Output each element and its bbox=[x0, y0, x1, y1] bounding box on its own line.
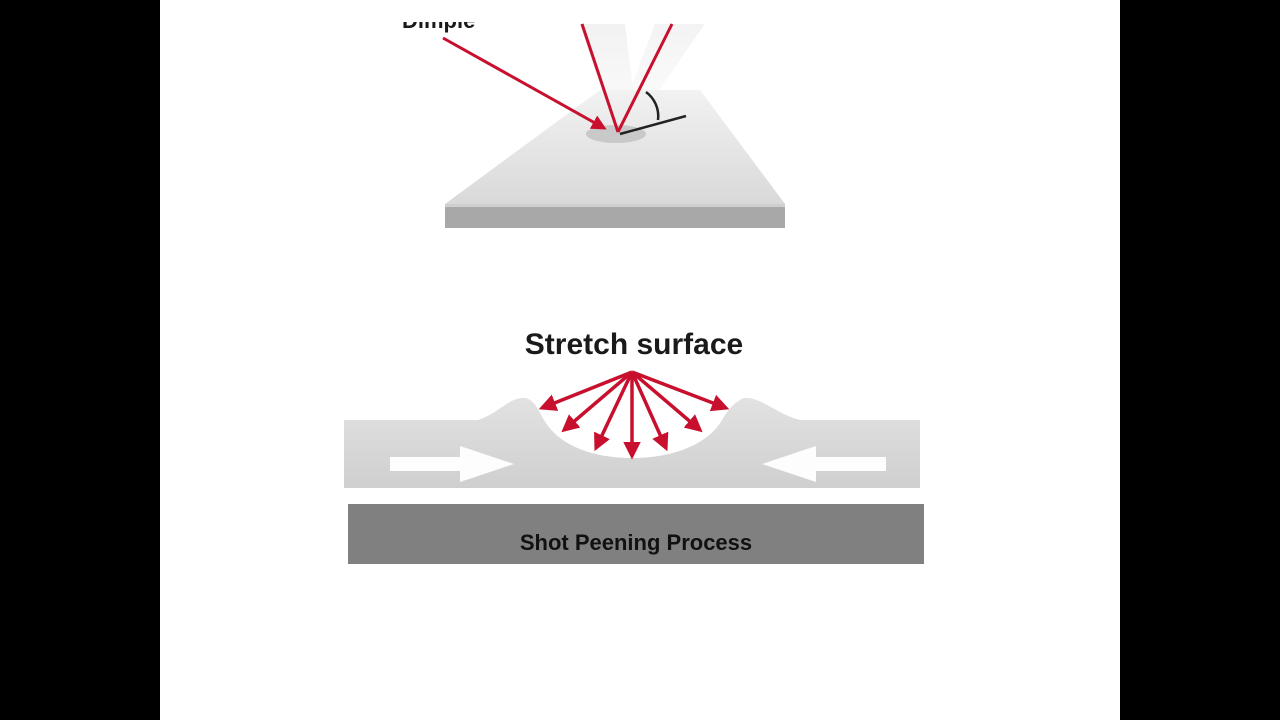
shot-path-red bbox=[616, 23, 674, 133]
compression-arrow-left bbox=[762, 446, 886, 482]
dimple-pointer-arrow bbox=[442, 36, 607, 130]
dimple-mark bbox=[586, 125, 646, 143]
stretch-arrow bbox=[538, 370, 633, 411]
surface-reference-line bbox=[619, 114, 687, 136]
compression-arrow-right bbox=[390, 446, 514, 482]
stretch-arrow bbox=[561, 370, 634, 433]
stretch-arrow bbox=[631, 370, 730, 412]
stretch-arrow bbox=[594, 371, 634, 452]
stretch-arrow bbox=[630, 370, 703, 433]
shot-path-red bbox=[580, 23, 620, 133]
angle-arc bbox=[645, 90, 660, 121]
caption-title: Shot Peening Process bbox=[519, 530, 753, 555]
stretch-arrow bbox=[630, 371, 669, 452]
plate-dimple-figure: Dimple bbox=[402, 8, 785, 228]
stretch-surface-figure: Stretch surface bbox=[344, 328, 920, 488]
plate-edge-highlight bbox=[445, 204, 785, 207]
plate-edge bbox=[445, 204, 785, 228]
shot-peening-diagram: Dimple Stretch surface bbox=[160, 0, 1120, 488]
caption-bar: Shot Peening Process bbox=[348, 504, 924, 564]
plate-top-surface bbox=[445, 90, 785, 204]
slide: Dimple Stretch surface Shot P bbox=[160, 0, 1120, 720]
top-crop-mask bbox=[160, 0, 1120, 22]
stretch-surface-label: Stretch surface bbox=[525, 328, 743, 361]
